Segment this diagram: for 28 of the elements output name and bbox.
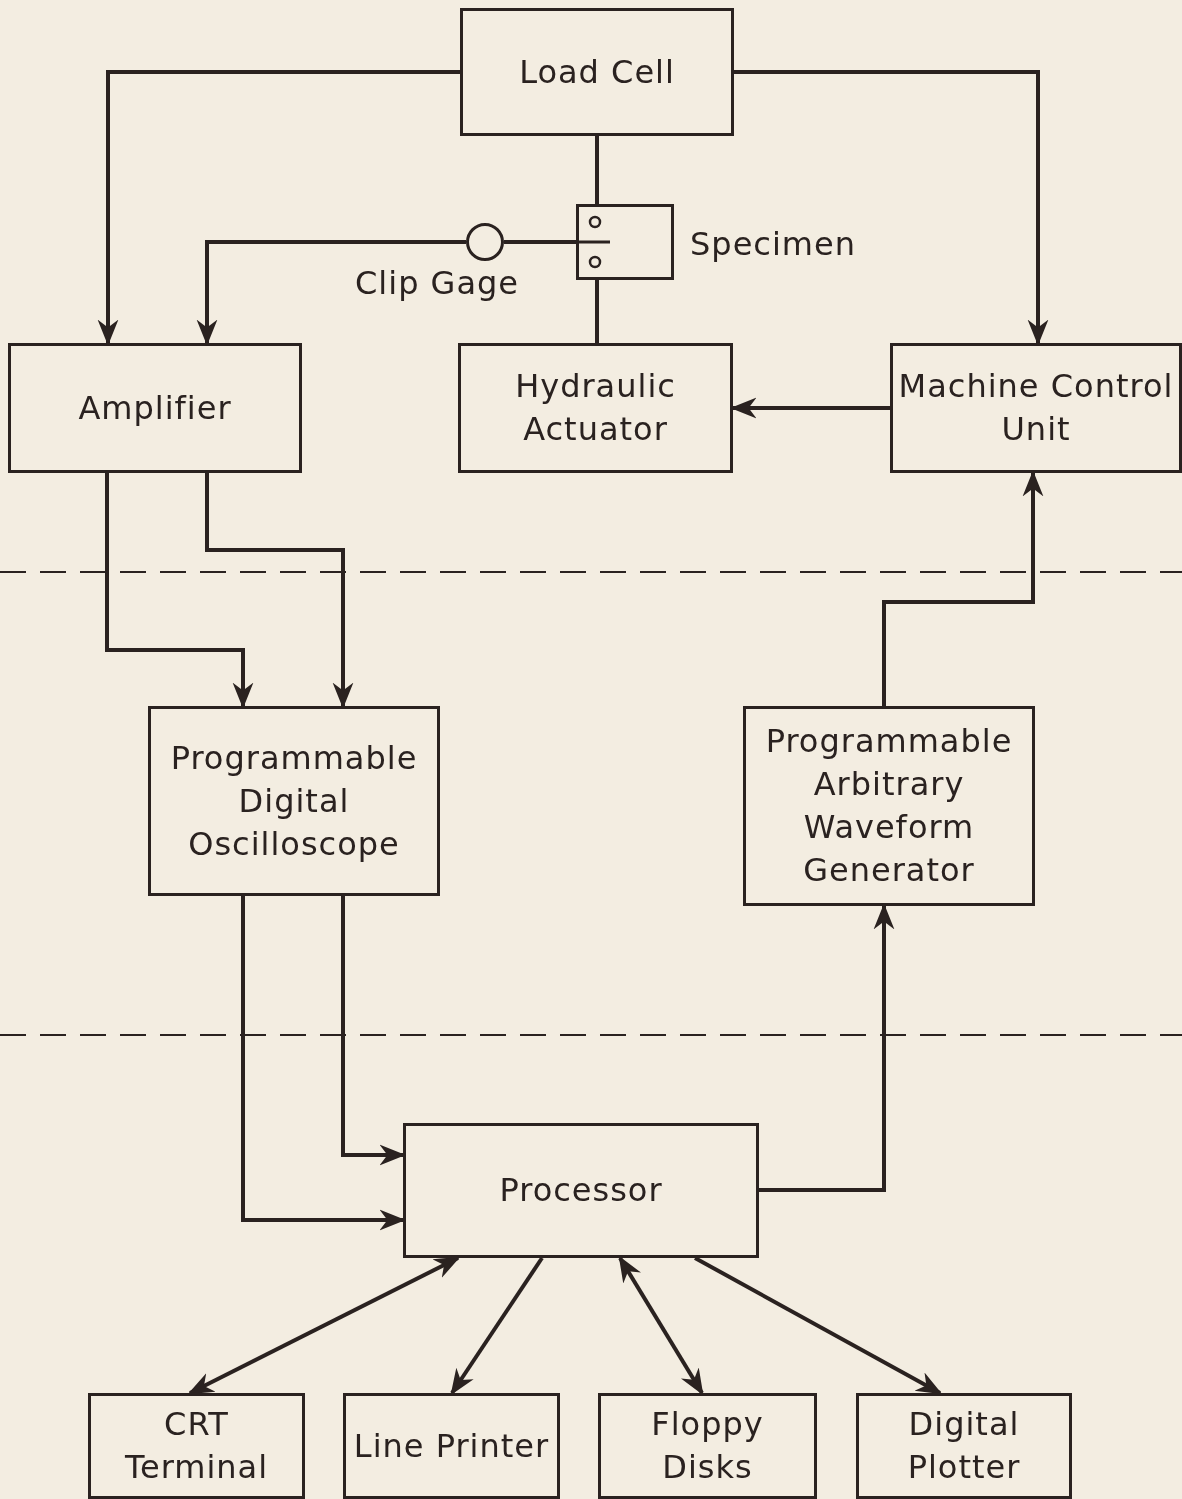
block-box	[743, 706, 1035, 906]
block-label: Load Cell	[519, 51, 675, 93]
block-box	[148, 706, 440, 896]
block-box	[343, 1393, 560, 1499]
block-label: Hydraulic Actuator	[514, 366, 677, 450]
block-label: Floppy Disks	[650, 1404, 765, 1488]
connector-arrow	[187, 1256, 461, 1395]
block-label: Digital Plotter	[906, 1404, 1022, 1488]
specimen-box	[576, 204, 674, 280]
block-label: Processor	[499, 1170, 663, 1211]
block-box	[88, 1393, 305, 1499]
block-box	[8, 343, 302, 473]
block-label: Amplifier	[78, 387, 232, 429]
block-box	[598, 1393, 817, 1499]
clip-gage-circle	[466, 223, 504, 261]
block-box	[458, 343, 733, 473]
block-label: Line Printer	[353, 1425, 550, 1467]
part-label: Clip Gage	[355, 263, 519, 303]
block-label: Machine Control Unit	[897, 366, 1175, 450]
block-label: Programmable Arbitrary Waveform Generator	[764, 721, 1014, 891]
block-label: CRT Terminal	[123, 1404, 270, 1488]
block-box	[890, 343, 1182, 473]
block-label: Programmable Digital Oscilloscope	[169, 737, 419, 865]
block-box	[460, 8, 734, 136]
connector-arrow	[694, 1256, 943, 1395]
block-box	[856, 1393, 1072, 1499]
block-box	[403, 1123, 759, 1258]
part-label: Specimen	[690, 224, 856, 264]
